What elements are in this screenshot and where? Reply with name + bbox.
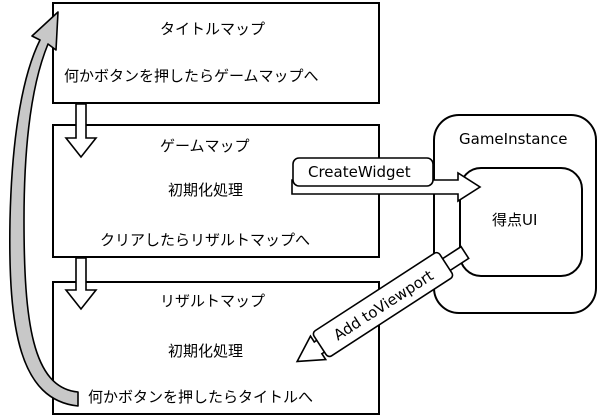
down-arrow-icon	[64, 257, 98, 311]
result-map-action: 何かボタンを押したらタイトルへ	[88, 388, 314, 406]
game-instance-label: GameInstance	[459, 130, 568, 148]
game-map-box	[52, 124, 380, 258]
create-widget-label-box	[292, 157, 434, 187]
result-map-name: リザルトマップ	[160, 292, 266, 310]
score-ui-label: 得点UI	[492, 211, 538, 229]
title-map-action: 何かボタンを押したらゲームマップへ	[64, 67, 319, 85]
loop-back-arrow-icon	[8, 11, 79, 407]
title-map-box	[52, 2, 380, 104]
create-widget-label: CreateWidget	[308, 163, 411, 181]
add-to-viewport-label-box	[312, 251, 454, 358]
result-map-init: 初期化処理	[168, 342, 244, 360]
game-map-init: 初期化処理	[168, 181, 244, 199]
game-map-name: ゲームマップ	[160, 137, 250, 155]
down-arrow-icon	[64, 103, 98, 159]
game-map-action: クリアしたらリザルトマップへ	[100, 231, 311, 249]
score-ui-widget	[459, 167, 583, 277]
add-to-viewport-label: Add toViewport	[330, 266, 437, 344]
title-map-name: タイトルマップ	[160, 20, 266, 38]
